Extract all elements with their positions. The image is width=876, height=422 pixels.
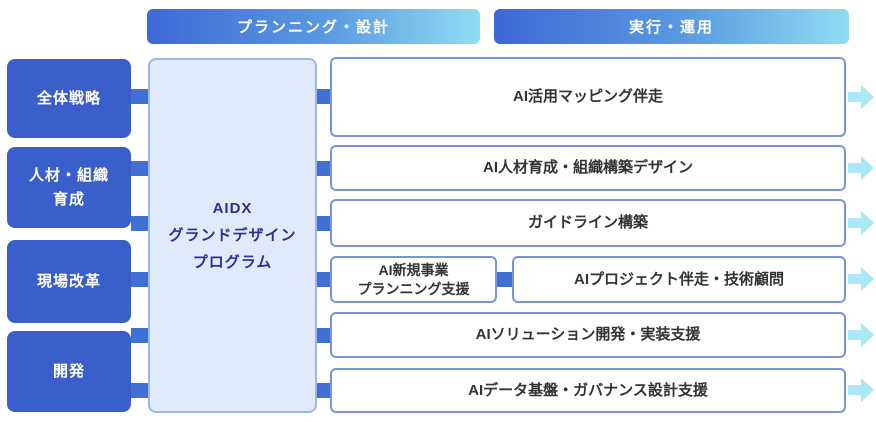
phase-header-planning-label: プランニング・設計 — [236, 19, 390, 36]
program-label: AIDX グランドデザイン プログラム — [168, 200, 297, 271]
service-label: ガイドライン構築 — [527, 214, 648, 232]
service-box-new-business-planning: AI新規事業 プランニング支援 — [330, 256, 497, 303]
connector — [315, 89, 332, 104]
category-box-hr-org-development: 人材・組織 育成 — [7, 147, 131, 228]
phase-header-execution: 実行・運用 — [494, 9, 849, 44]
connector — [315, 161, 332, 176]
service-label: AI人材育成・組織構築デザイン — [482, 159, 693, 177]
connector — [315, 216, 332, 231]
service-label: AI新規事業 プランニング支援 — [357, 262, 470, 297]
service-box-talent-org-design: AI人材育成・組織構築デザイン — [330, 145, 846, 191]
category-box-field-reform: 現場改革 — [7, 240, 131, 323]
category-label: 人材・組織 育成 — [28, 167, 109, 208]
arrow-right-icon — [848, 85, 874, 109]
connector — [315, 383, 332, 398]
arrow-right-icon — [848, 156, 874, 180]
phase-header-planning: プランニング・設計 — [147, 9, 480, 44]
connector — [131, 216, 150, 231]
phase-header-execution-label: 実行・運用 — [628, 19, 714, 36]
arrow-right-icon — [848, 211, 874, 235]
service-box-project-advisory: AIプロジェクト伴走・技術顧問 — [512, 256, 846, 303]
arrow-right-icon — [848, 378, 874, 402]
service-label: AIプロジェクト伴走・技術顧問 — [573, 270, 784, 288]
service-box-solution-development: AIソリューション開発・実装支援 — [330, 312, 846, 358]
service-label: AIデータ基盤・ガバナンス設計支援 — [468, 381, 708, 399]
category-label: 開発 — [52, 362, 85, 380]
connector — [495, 272, 514, 287]
connector — [131, 272, 150, 287]
connector — [131, 328, 150, 343]
program-box: AIDX グランドデザイン プログラム — [148, 58, 317, 413]
service-box-ai-mapping: AI活用マッピング伴走 — [330, 57, 846, 137]
service-box-data-governance: AIデータ基盤・ガバナンス設計支援 — [330, 368, 846, 413]
service-label: AIソリューション開発・実装支援 — [475, 326, 701, 344]
connector — [131, 89, 150, 104]
connector — [131, 383, 150, 398]
connector — [315, 328, 332, 343]
service-label: AI活用マッピング伴走 — [512, 88, 663, 106]
connector — [315, 272, 332, 287]
arrow-right-icon — [848, 267, 874, 291]
arrow-right-icon — [848, 323, 874, 347]
service-box-guideline: ガイドライン構築 — [330, 199, 846, 247]
category-label: 現場改革 — [36, 272, 101, 290]
category-box-development: 開発 — [7, 331, 131, 412]
connector — [131, 161, 150, 176]
category-box-overall-strategy: 全体戦略 — [7, 59, 131, 138]
category-label: 全体戦略 — [36, 89, 101, 107]
